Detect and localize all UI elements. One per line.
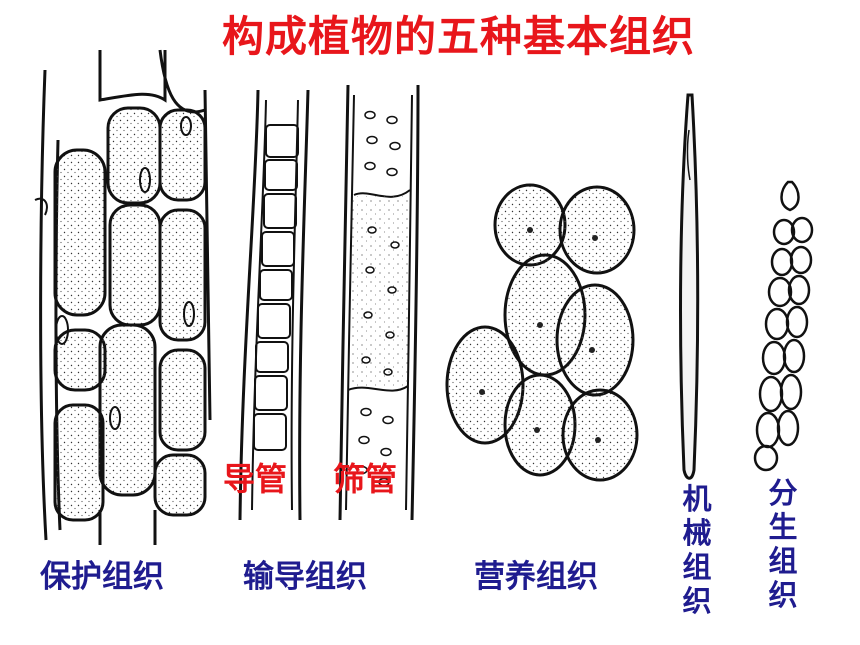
vessel-label: 导管 [223,460,288,498]
sieve-tube-drawing [338,84,420,521]
nutritive-tissue-drawing [445,183,639,482]
mechanical-tissue-drawing [679,93,700,480]
mechanical-tissue-label: 机械组织 [682,482,712,618]
page-title: 构成植物的五种基本组织 [222,12,696,61]
meristematic-tissue-label: 分生组织 [768,476,798,612]
meristematic-tissue-drawing [753,180,814,472]
protective-tissue-label: 保护组织 [40,559,164,595]
conducting-tissue-label: 输导组织 [243,559,367,595]
vessel-drawing [238,89,310,521]
sieve-tube-label: 筛管 [333,460,398,498]
protective-tissue-drawing [34,49,212,545]
nutritive-tissue-label: 营养组织 [474,559,598,595]
